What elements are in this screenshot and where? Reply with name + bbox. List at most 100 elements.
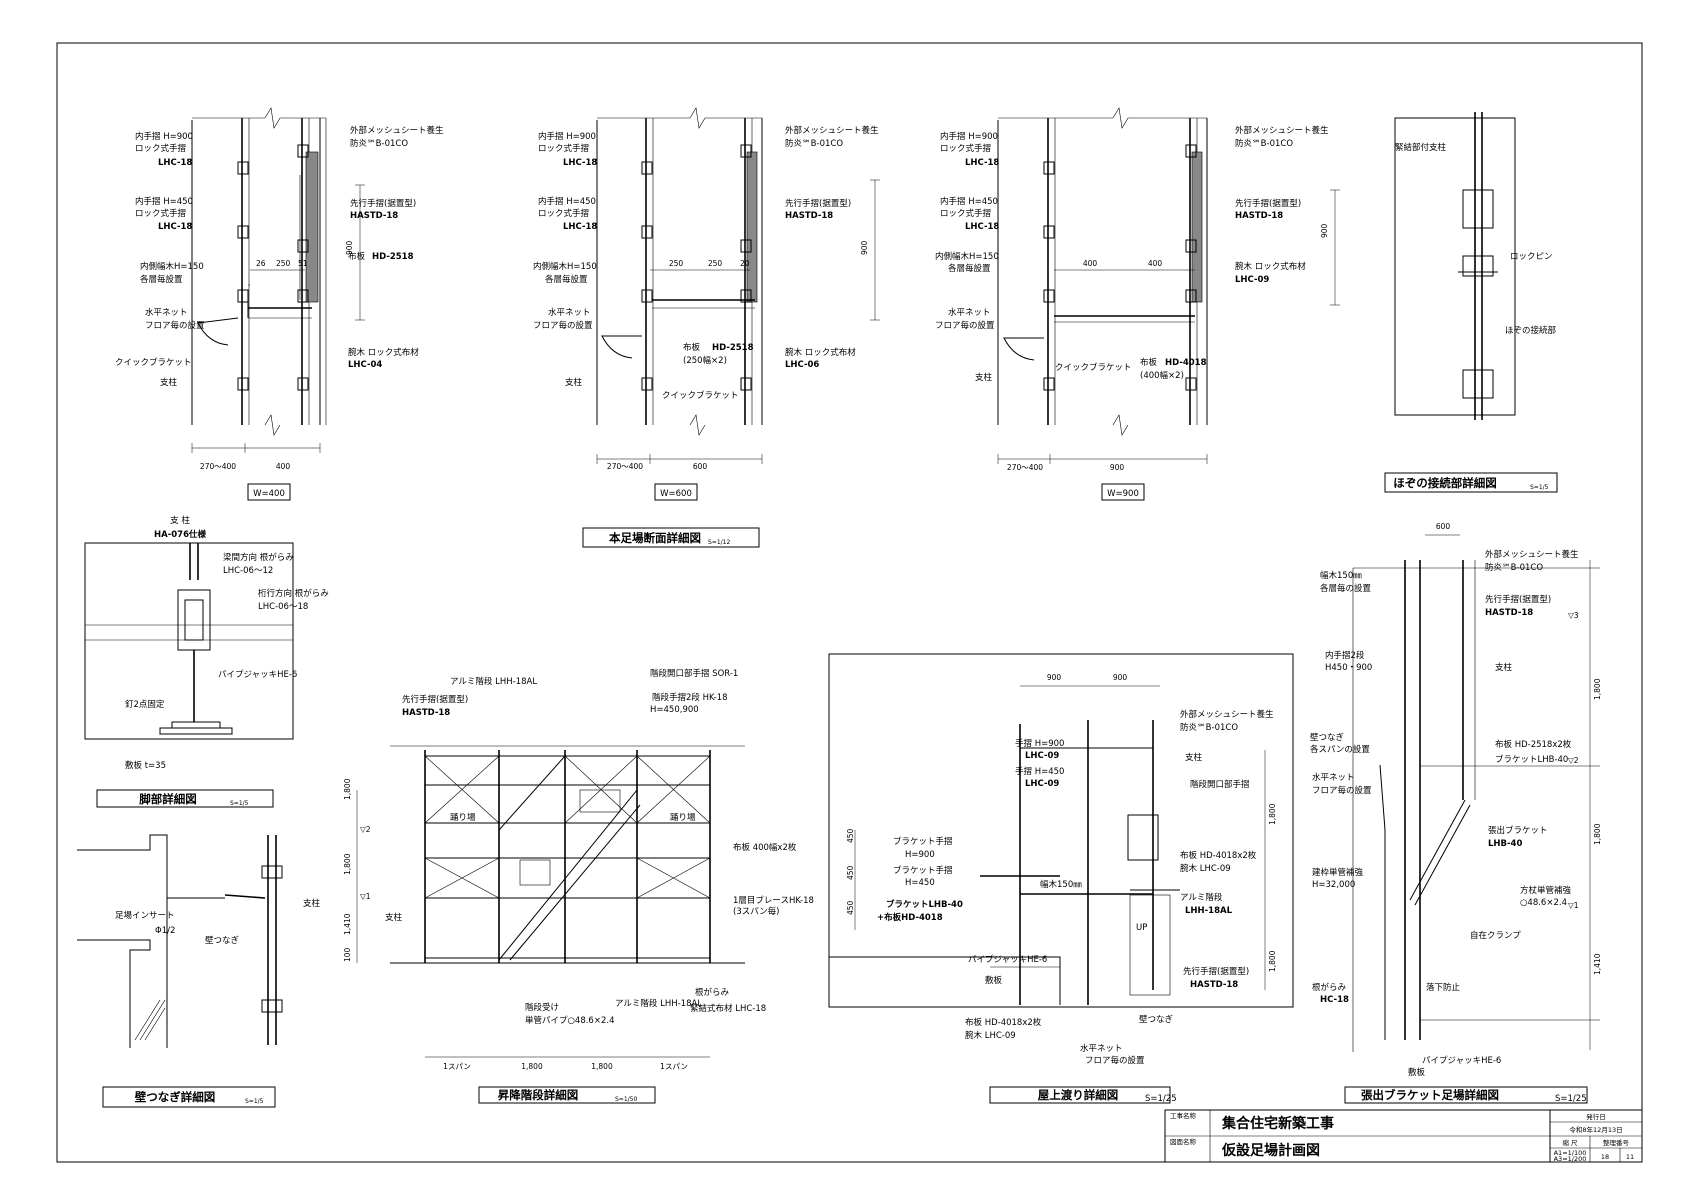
h-dims-5: 1,800 <box>1268 803 1277 825</box>
b-labels-13: 防炎℠B-01CO <box>785 138 843 149</box>
i-labels-26: 落下防止 <box>1426 982 1461 993</box>
i-labels-25: 敷板 <box>1408 1067 1426 1078</box>
e-labels-6: パイプジャッキHE-6 <box>218 670 297 680</box>
title-block <box>1164 1109 1643 1163</box>
tenon-joint-scale: S=1/5 <box>1530 484 1549 491</box>
b-labels-11: クイックブラケット <box>662 390 739 401</box>
cantilever-bracket-detail <box>1344 534 1600 1104</box>
i-levels-1: ▽2 <box>1568 756 1579 765</box>
h-labels-15: 布板 HD-4018x2枚 <box>1180 850 1257 861</box>
a-labels-8: 水平ネット <box>145 307 188 318</box>
i-dims-1: 1,800 <box>1593 678 1602 700</box>
drawing-name: 仮設足場計画図 <box>1221 1142 1320 1159</box>
roof-crossing-scale: S=1/25 <box>1145 1094 1177 1104</box>
i-labels-16: LHB-40 <box>1488 839 1522 849</box>
i-labels-1: 防炎℠B-01CO <box>1485 562 1543 573</box>
c-labels-20: (400幅×2) <box>1140 370 1184 381</box>
c-labels-14: 先行手摺(据置型) <box>1235 198 1301 209</box>
g-dims-4: 1スパン <box>443 1062 471 1071</box>
c-labels-12: 外部メッシュシート養生 <box>1235 125 1329 136</box>
g-dims-2: 1,410 <box>343 913 352 935</box>
width-label-w900: W=900 <box>1107 489 1139 499</box>
a-labels-15: HASTD-18 <box>350 211 398 221</box>
a-labels-18: 腕木 ロック式布材 <box>348 347 419 358</box>
g-labels-3: H=450,900 <box>650 705 699 715</box>
a-labels-3: 内手摺 H=450 <box>135 196 193 207</box>
b-labels-16: 腕木 ロック式布材 <box>785 347 856 358</box>
issue-date: 令和8年12月13日 <box>1569 1125 1622 1134</box>
c-dims-1: 400 <box>1148 259 1163 268</box>
a-labels-0: 内手摺 H=900 <box>135 131 193 142</box>
b-labels-15: HASTD-18 <box>785 211 833 221</box>
h-labels-28: フロア毎の設置 <box>1085 1055 1145 1066</box>
wall-tie-detail <box>77 834 283 1108</box>
e-labels-7: 釘2点固定 <box>125 699 165 710</box>
h-labels-4: LHC-09 <box>1025 751 1059 761</box>
wall-tie-scale: S=1/5 <box>245 1098 264 1105</box>
g-labels-5: HASTD-18 <box>402 708 450 718</box>
issue-label: 発行日 <box>1586 1112 1606 1121</box>
base-detail-scale: S=1/5 <box>230 800 249 807</box>
b-dims-4: 270～400 <box>607 462 643 471</box>
c-labels-10: クイックブラケット <box>1055 362 1132 373</box>
i-labels-15: 張出ブラケット <box>1488 825 1548 836</box>
i-labels-9: 壁つなぎ <box>1310 732 1345 743</box>
h-labels-17: アルミ階段 <box>1180 892 1223 903</box>
h-dims-6: 1,800 <box>1268 950 1277 972</box>
h-labels-19: UP <box>1136 923 1147 933</box>
width-label-w600: W=600 <box>660 489 692 499</box>
i-labels-6: 内手摺2段 <box>1325 650 1365 661</box>
a-labels-14: 先行手摺(据置型) <box>350 198 416 209</box>
h-labels-1: 防炎℠B-01CO <box>1180 722 1238 733</box>
g-labels-12: 階段受け <box>525 1002 559 1013</box>
c-labels-11: 支柱 <box>975 372 993 383</box>
scale-a1: A1=1/100 <box>1554 1149 1587 1157</box>
sheet-border <box>56 42 1643 1163</box>
main-section-title: 本足場断面詳細図 <box>609 531 701 545</box>
i-dims-3: 1,410 <box>1593 953 1602 975</box>
e-labels-8: 敷板 t=35 <box>125 760 166 771</box>
h-labels-10: H=450 <box>905 878 935 888</box>
b-labels-1: ロック式手摺 <box>538 143 589 154</box>
c-labels-16: 腕木 ロック式布材 <box>1235 261 1306 272</box>
i-dims-0: 600 <box>1436 522 1451 531</box>
g-labels-11: 踊り場 <box>670 812 696 823</box>
d-labels-2: ほぞの接続部 <box>1505 325 1557 336</box>
f-labels-0: 足場インサート <box>115 910 175 921</box>
g-levels-0: ▽2 <box>360 825 371 834</box>
e-labels-1: HA-076仕様 <box>154 529 206 540</box>
g-levels-1: ▽1 <box>360 892 371 901</box>
h-dims-4: 450 <box>846 900 855 915</box>
i-labels-2: 幅木150㎜ <box>1320 570 1362 581</box>
a-dims-1: 250 <box>276 259 291 268</box>
c-labels-0: 内手摺 H=900 <box>940 131 998 142</box>
b-labels-7: 各層毎設置 <box>545 274 588 285</box>
g-dims-7: 1スパン <box>660 1062 688 1071</box>
i-labels-23: HC-18 <box>1320 995 1349 1005</box>
h-labels-9: ブラケット手摺 <box>893 865 953 876</box>
a-labels-16: 布板 <box>348 251 366 262</box>
section-detail-w900 <box>997 107 1208 501</box>
c-dims-3: 270～400 <box>1007 463 1043 472</box>
stair-detail-scale: S=1/50 <box>615 1096 637 1103</box>
b-dims-2: 20 <box>740 259 750 268</box>
c-labels-1: ロック式手摺 <box>940 143 991 154</box>
a-labels-11: 支柱 <box>160 377 178 388</box>
f-labels-2: 壁つなぎ <box>205 935 240 946</box>
cantilever-scale: S=1/25 <box>1555 1094 1587 1104</box>
g-dims-5: 1,800 <box>521 1062 543 1071</box>
h-labels-2: 支柱 <box>1185 752 1203 763</box>
a-labels-10: クイックブラケット <box>115 357 192 368</box>
h-labels-0: 外部メッシュシート養生 <box>1180 709 1274 720</box>
number-label: 整理番号 <box>1603 1138 1630 1147</box>
i-labels-20: ○48.6×2.4 <box>1520 898 1567 908</box>
h-labels-25: 腕木 LHC-09 <box>965 1030 1016 1041</box>
g-dims-6: 1,800 <box>591 1062 613 1071</box>
a-labels-12: 外部メッシュシート養生 <box>350 125 444 136</box>
e-labels-5: LHC-06～18 <box>258 602 308 612</box>
b-labels-19: HD-2518 <box>712 343 754 353</box>
e-labels-3: LHC-06～12 <box>223 566 273 576</box>
h-dims-1: 900 <box>1113 673 1128 682</box>
g-labels-4: 先行手摺(据置型) <box>402 694 468 705</box>
